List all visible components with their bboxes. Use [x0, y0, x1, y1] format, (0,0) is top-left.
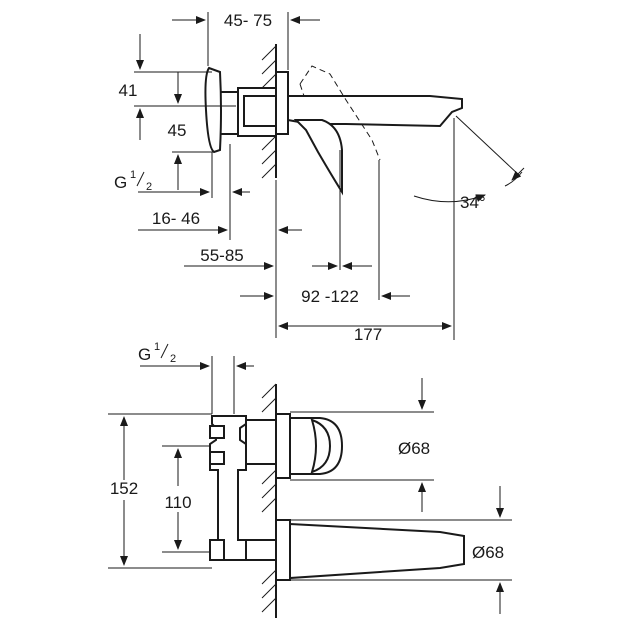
thread-label-sup-front: 1	[154, 341, 160, 353]
dim-label-center-distance: 110	[164, 493, 191, 512]
dim-center-distance: 110	[162, 445, 210, 553]
faucet-side	[275, 65, 463, 196]
dim-label-wall-offset: 45- 75	[224, 11, 272, 30]
dim-label-total-height: 152	[110, 479, 138, 498]
dim-wall-offset: 45- 75	[172, 11, 320, 70]
dim-handle-range: 92 -122	[240, 160, 410, 306]
dim-heights-side: 41 45	[119, 34, 236, 190]
thread-label-sup: 1	[130, 169, 136, 181]
dim-label-handle-range: 92 -122	[301, 287, 359, 306]
dim-label-spout-angle: 34°	[460, 193, 486, 212]
dim-spout-angle: 34°	[413, 115, 525, 212]
thread-label-main-front: G	[138, 345, 151, 364]
dim-label-depth-2: 55-85	[200, 246, 243, 265]
front-view: G 1 2 152 110	[108, 341, 512, 618]
dim-projection: 177	[278, 118, 455, 344]
dim-label-projection: 177	[354, 325, 382, 344]
concealed-body-front	[209, 415, 277, 561]
thread-label-sub: 2	[146, 181, 152, 193]
dim-depth-2: 55-85	[184, 150, 372, 270]
dim-rosette-diameter-2: Ø68	[290, 486, 512, 614]
dim-rosette-diameter-1: Ø68	[290, 378, 434, 512]
handle-front	[275, 413, 344, 479]
dim-label-handle-height: 41	[119, 81, 138, 100]
side-view: 45- 75 41 45 G 1 2	[114, 11, 525, 344]
dim-total-height: 152	[108, 413, 212, 569]
dim-label-rosette-1: Ø68	[398, 439, 430, 458]
thread-label-sub-front: 2	[170, 353, 176, 365]
dim-thread-front: G 1 2	[138, 341, 254, 414]
dim-label-body-height: 45	[168, 121, 187, 140]
spout-front	[275, 519, 465, 581]
dim-label-rosette-2: Ø68	[472, 543, 504, 562]
dim-depth-1: 16- 46	[138, 180, 302, 338]
dim-label-depth-1: 16- 46	[152, 209, 200, 228]
concealed-body-side	[204, 66, 277, 154]
thread-label-main: G	[114, 173, 127, 192]
dim-thread-side: G 1 2	[114, 144, 250, 240]
